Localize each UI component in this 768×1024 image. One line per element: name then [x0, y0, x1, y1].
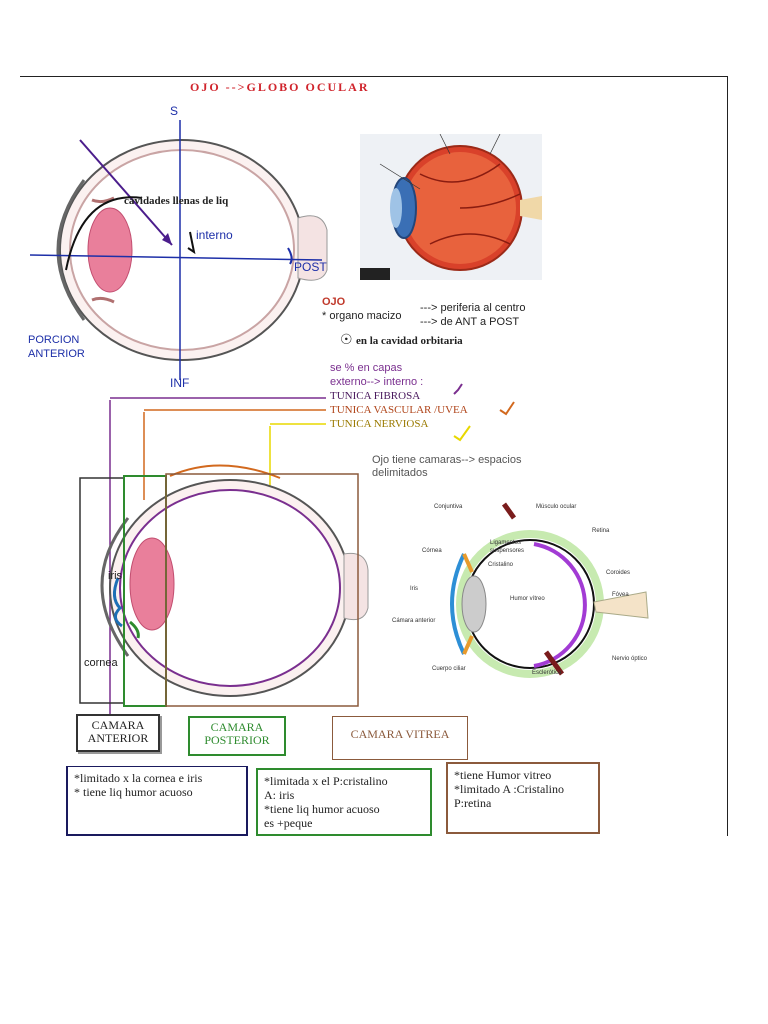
- tunica-nerviosa: TUNICA NERVIOSA: [330, 418, 429, 430]
- posterior-label: POST: [294, 260, 327, 274]
- label-fovea: Fóvea: [612, 592, 629, 598]
- label-conjuntiva: Conjuntiva: [434, 504, 463, 510]
- label-coroides: Coroides: [606, 570, 630, 576]
- label-cuerpo: Cuerpo ciliar: [432, 666, 466, 672]
- label-ligamentos-2: suspensores: [490, 548, 524, 554]
- page-frame-right: [727, 76, 728, 836]
- label-humor: Humor vítreo: [510, 596, 545, 602]
- label-camara: Cámara anterior: [392, 618, 435, 624]
- camara-vitrea-label: CAMARA VITREA: [332, 716, 468, 760]
- desc-camara-vitrea: *tiene Humor vitreo *limitado A :Cristal…: [446, 762, 600, 834]
- eye-section-diagram-1: [22, 100, 342, 390]
- superior-label: S: [170, 104, 179, 118]
- label-ligamentos-1: Ligamentos: [490, 540, 521, 546]
- label-cornea: Córnea: [422, 548, 442, 554]
- note-camaras-1: Ojo tiene camaras--> espacios: [372, 454, 522, 466]
- note-periferia: ---> periferia al centro: [420, 302, 526, 314]
- label-iris: Iris: [410, 586, 418, 592]
- desc-camara-anterior: *limitado x la cornea e iris * tiene liq…: [66, 766, 248, 836]
- tunica-fibrosa: TUNICA FIBROSA: [330, 390, 421, 402]
- desc-camara-posterior: *limitada x el P:cristalino A: iris *tie…: [256, 768, 432, 836]
- note-capas-1: se % en capas: [330, 362, 403, 374]
- ear-icon: ☉: [340, 333, 353, 348]
- note-camaras-2: delimitados: [372, 467, 428, 479]
- eye-section-diagram-2: [70, 458, 370, 708]
- label-musculo: Músculo ocular: [536, 504, 576, 510]
- note-ant-post: ---> de ANT a POST: [420, 316, 520, 328]
- note-organo: * organo macizo: [322, 310, 402, 322]
- note-cavidad: en la cavidad orbitaria: [356, 335, 463, 347]
- page-frame-top: [20, 76, 728, 77]
- internal-label: interno: [196, 228, 233, 242]
- note-ojo: OJO: [322, 296, 346, 308]
- eye-anatomy-diagram: Conjuntiva Músculo ocular Retina Córnea …: [386, 494, 676, 708]
- anterior-portion-label: ANTERIOR: [28, 348, 85, 360]
- eyeball-illustration: [360, 133, 542, 280]
- tunica-vascular: TUNICA VASCULAR /UVEA: [330, 404, 468, 416]
- label-retina: Retina: [592, 528, 610, 534]
- note-capas-2: externo--> interno :: [330, 376, 424, 388]
- cornea-label: cornea: [84, 657, 118, 669]
- eye-section-illustration: [29, 120, 328, 380]
- label-nervio: Nervio óptico: [612, 656, 648, 662]
- label-esclerotica: Esclerótica: [532, 670, 562, 676]
- porcion-label: PORCION: [28, 334, 80, 346]
- cavities-annotation: cavidades llenas de liq: [124, 195, 229, 207]
- page-title: OJO -->GLOBO OCULAR: [190, 80, 370, 94]
- iris-label: iris: [108, 570, 123, 582]
- label-cristalino: Cristalino: [488, 562, 514, 568]
- inferior-label: INF: [170, 376, 190, 390]
